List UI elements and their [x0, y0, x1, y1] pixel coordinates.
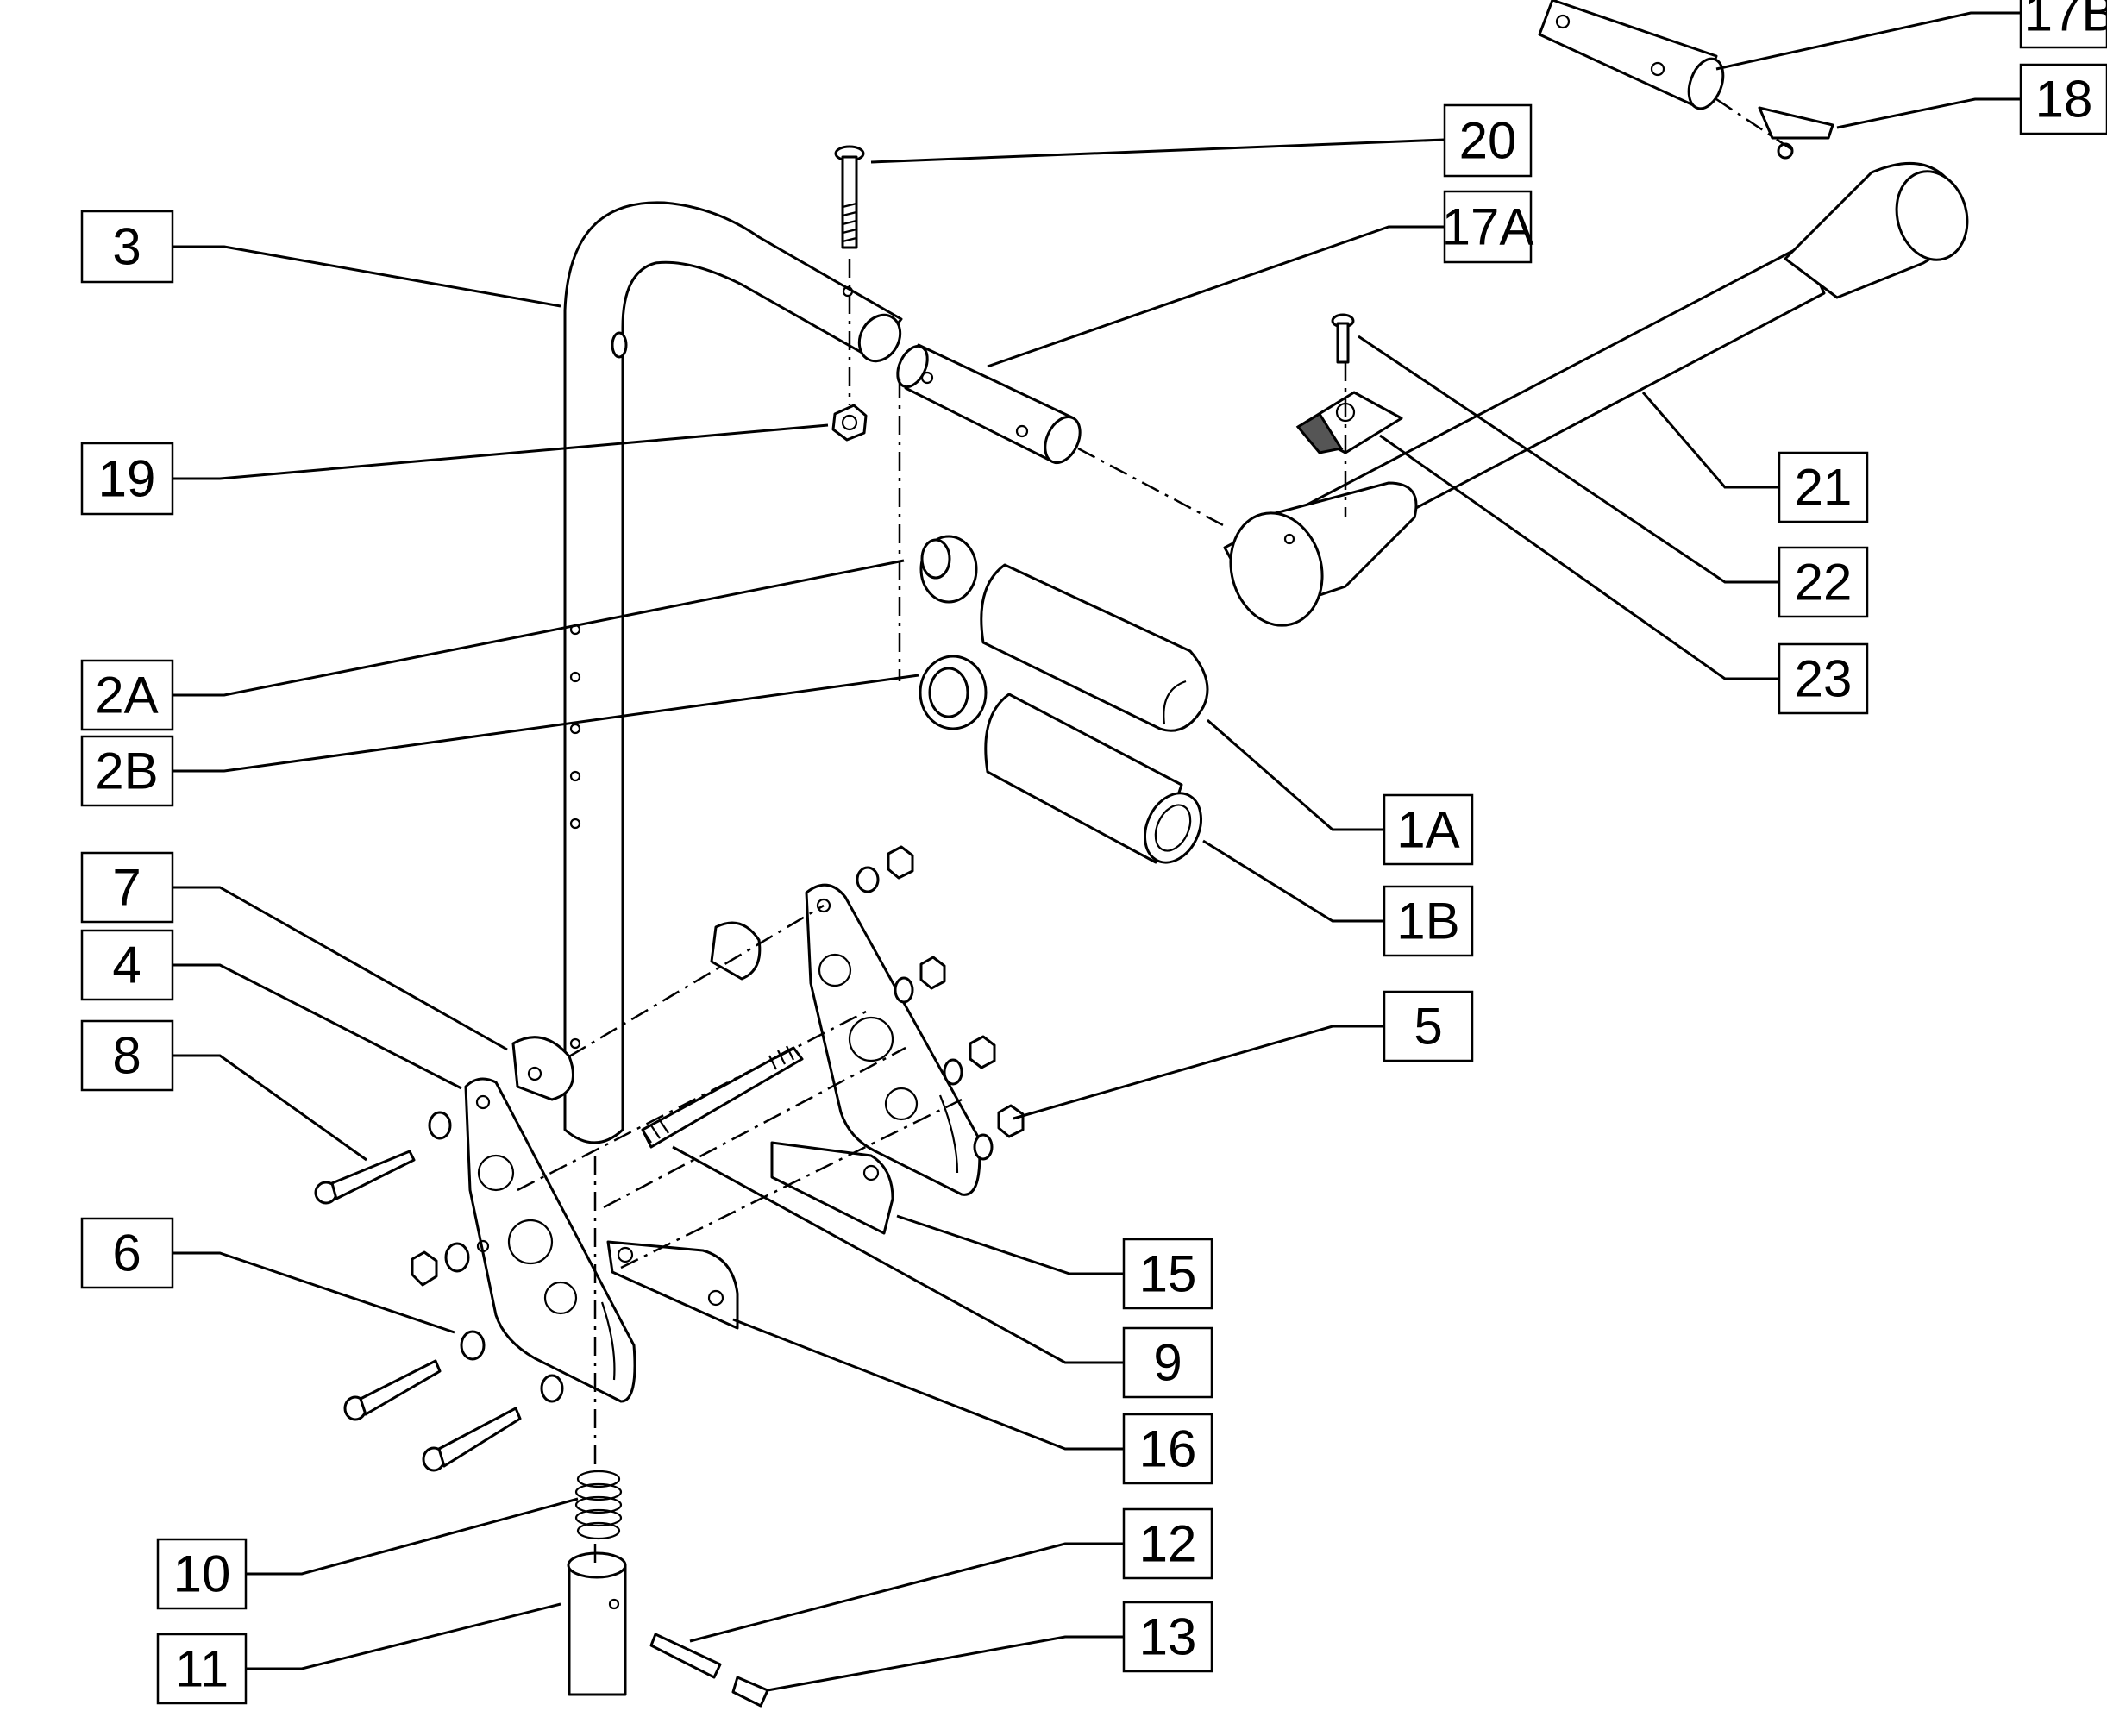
- part-1B-grip: [984, 693, 1202, 864]
- svg-text:9: 9: [1153, 1334, 1182, 1392]
- callout-4: 4: [80, 929, 174, 1001]
- svg-text:3: 3: [112, 218, 141, 276]
- callout-13: 13: [1122, 1601, 1213, 1673]
- callout-9: 9: [1122, 1326, 1213, 1399]
- callout-2B: 2B: [80, 735, 174, 807]
- svg-text:20: 20: [1459, 112, 1517, 170]
- part-22-screw: [1331, 313, 1355, 364]
- callout-11: 11: [156, 1633, 248, 1705]
- part-2A-bushing: [919, 535, 978, 604]
- callout-15: 15: [1122, 1238, 1213, 1310]
- svg-text:4: 4: [112, 937, 141, 994]
- washers-nuts: [411, 845, 1025, 1403]
- svg-text:21: 21: [1795, 459, 1853, 517]
- part-drawings: [314, 0, 1969, 1708]
- svg-text:6: 6: [112, 1225, 141, 1282]
- part-13-cap: [731, 1676, 769, 1708]
- svg-text:22: 22: [1795, 554, 1853, 611]
- part-6-bolts: [343, 1359, 522, 1472]
- svg-text:10: 10: [173, 1545, 231, 1603]
- svg-text:11: 11: [175, 1640, 229, 1698]
- svg-text:17B: 17B: [2024, 0, 2107, 42]
- callout-17A: 17A: [1442, 190, 1534, 264]
- svg-text:12: 12: [1139, 1515, 1197, 1573]
- svg-text:5: 5: [1414, 998, 1442, 1056]
- part-8-bolt: [314, 1150, 416, 1205]
- part-7-spacer: [511, 921, 762, 1101]
- part-17A-tube: [896, 343, 1082, 464]
- part-9-axle: [641, 1045, 804, 1149]
- svg-text:2A: 2A: [95, 667, 158, 724]
- part-21-bar: [1223, 161, 1969, 627]
- part-16-bracket: [606, 1240, 739, 1330]
- svg-text:23: 23: [1795, 650, 1853, 708]
- callout-22: 22: [1778, 546, 1869, 618]
- part-1A-grip: [980, 563, 1209, 732]
- svg-text:1A: 1A: [1396, 801, 1459, 859]
- callout-3: 3: [80, 210, 174, 284]
- callout-1A: 1A: [1383, 793, 1474, 866]
- callout-6: 6: [80, 1217, 174, 1289]
- callout-20: 20: [1443, 103, 1533, 178]
- callout-7: 7: [80, 851, 174, 924]
- center-lines: [517, 97, 1795, 1563]
- part-2B-bushing: [919, 655, 988, 730]
- svg-text:2B: 2B: [95, 743, 158, 800]
- svg-text:7: 7: [112, 859, 141, 917]
- part-10-spring: [574, 1470, 623, 1540]
- part-11-sleeve: [567, 1551, 627, 1696]
- svg-text:17A: 17A: [1442, 198, 1534, 256]
- part-15-bracket: [770, 1141, 894, 1235]
- svg-text:16: 16: [1139, 1420, 1197, 1478]
- svg-text:13: 13: [1139, 1608, 1197, 1666]
- part-3-upright-tube: [563, 201, 903, 1144]
- svg-text:15: 15: [1139, 1245, 1197, 1303]
- callout-5: 5: [1383, 990, 1474, 1062]
- svg-text:19: 19: [98, 450, 156, 508]
- part-18-clip: [1758, 106, 1834, 160]
- part-plate-right: [805, 883, 981, 1196]
- callout-12: 12: [1122, 1507, 1213, 1580]
- callout-17B: 17B: [2019, 0, 2107, 49]
- leader-lines: [172, 11, 2021, 1692]
- callout-19: 19: [80, 442, 174, 516]
- part-12-pin: [649, 1633, 722, 1679]
- svg-text:1B: 1B: [1396, 893, 1459, 950]
- svg-text:8: 8: [112, 1027, 141, 1085]
- callout-18: 18: [2019, 63, 2107, 135]
- callout-21: 21: [1778, 451, 1869, 523]
- callout-23: 23: [1778, 642, 1869, 715]
- callout-10: 10: [156, 1538, 248, 1610]
- callout-1B: 1B: [1383, 885, 1474, 957]
- part-19-nut: [831, 404, 868, 442]
- part-4-plate-left: [464, 1077, 636, 1403]
- callout-2A: 2A: [80, 659, 174, 731]
- part-17B-tube: [1538, 0, 1725, 110]
- callout-boxes: 20 17A 17B 18 3 19 21 22: [80, 0, 2107, 1705]
- callout-8: 8: [80, 1019, 174, 1092]
- callout-16: 16: [1122, 1413, 1213, 1485]
- part-20-screw: [834, 145, 865, 249]
- part-23-clamp: [1295, 391, 1403, 454]
- svg-text:18: 18: [2035, 71, 2093, 128]
